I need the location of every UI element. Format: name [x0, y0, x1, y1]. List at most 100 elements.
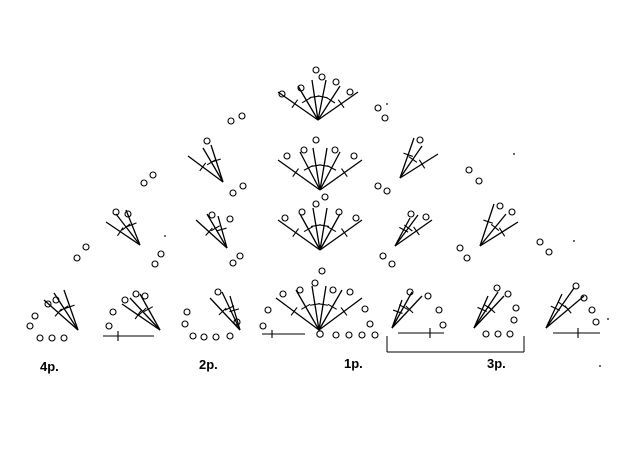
- dc-crossbar-120: [64, 304, 75, 309]
- chain-stitch-25: [358, 331, 366, 339]
- dc-crossbar-28: [292, 228, 299, 237]
- chain-stitch-122: [31, 312, 39, 320]
- chain-stitch-17: [318, 267, 326, 275]
- dc-crossbar-34: [319, 224, 330, 228]
- chain-stitch-219: [536, 238, 544, 246]
- chain-stitch-93: [214, 288, 222, 296]
- double-crochet-53: [319, 151, 341, 191]
- chain-stitch-203: [496, 202, 504, 210]
- double-crochet-188: [399, 145, 423, 179]
- chain-stitch-21: [366, 320, 374, 328]
- chain-stitch-185: [388, 260, 396, 268]
- chain-stitch-124: [52, 296, 60, 304]
- dc-crossbar-30: [303, 226, 314, 233]
- dc-crossbar-198: [483, 219, 494, 224]
- double-crochet-176: [394, 217, 411, 247]
- dc-crossbar-85: [229, 308, 240, 313]
- row-label-1: 1р.: [344, 356, 363, 371]
- chain-stitch-215: [572, 282, 580, 290]
- chain-stitch-216: [580, 294, 588, 302]
- dc-crossbar-73: [337, 99, 345, 109]
- dc-crossbar-109: [211, 158, 221, 163]
- chain-stitch-14: [279, 290, 287, 298]
- chain-stitch-169: [493, 284, 501, 292]
- slip-stitch-222: [513, 153, 515, 155]
- chain-stitch-146: [124, 210, 132, 218]
- double-crochet-117: [53, 292, 79, 331]
- chain-stitch-162: [439, 321, 447, 329]
- double-crochet-165: [473, 291, 499, 329]
- double-crochet-139: [105, 221, 141, 246]
- chain-stitch-76: [312, 66, 320, 74]
- chain-stitch-121: [26, 322, 34, 330]
- chain-stitch-41: [312, 200, 320, 208]
- chain-stitch-111: [229, 189, 237, 197]
- chain-stitch-218: [592, 318, 600, 326]
- double-crochet-201: [479, 221, 519, 247]
- chain-stitch-161: [435, 306, 443, 314]
- chain-stitch-175: [506, 330, 514, 338]
- double-crochet-49: [312, 147, 321, 191]
- double-crochet-6: [318, 285, 327, 331]
- chain-stitch-147: [151, 260, 159, 268]
- double-crochet-190: [399, 153, 439, 179]
- dc-crossbar-69: [317, 95, 328, 99]
- double-crochet-35: [319, 213, 341, 251]
- chain-stitch-150: [82, 243, 90, 251]
- double-crochet-128: [121, 303, 161, 331]
- dc-crossbar-142: [121, 223, 131, 231]
- double-crochet-155: [391, 291, 413, 329]
- dc-crossbar-65: [301, 97, 311, 104]
- double-crochet-108: [210, 144, 224, 183]
- double-crochet-157: [391, 295, 423, 329]
- double-crochet-167: [473, 295, 505, 329]
- dc-crossbar-95: [205, 227, 213, 236]
- stitch-marks: [26, 66, 609, 367]
- double-crochet-8: [318, 289, 343, 331]
- chain-stitch-114: [238, 112, 246, 120]
- chain-stitch-135: [109, 308, 117, 316]
- double-crochet-106: [202, 147, 224, 183]
- double-crochet-178: [394, 214, 419, 247]
- dc-crossbar-179: [403, 224, 413, 232]
- dc-crossbar-99: [216, 227, 227, 232]
- dc-crossbar-81: [218, 307, 227, 316]
- chain-stitch-183: [422, 213, 430, 221]
- dc-crossbar-140: [117, 227, 124, 237]
- chain-stitch-148: [157, 250, 165, 258]
- chain-stitch-217: [588, 306, 596, 314]
- double-crochet-33: [319, 207, 328, 251]
- chain-stitch-16: [311, 279, 319, 287]
- double-crochet-213: [545, 295, 585, 329]
- row-label-3: 3р.: [487, 356, 506, 371]
- chain-stitch-15: [296, 286, 304, 294]
- slip-stitch-221: [386, 103, 388, 105]
- chain-stitch-127: [60, 334, 68, 342]
- chain-stitch-171: [512, 304, 520, 312]
- dc-crossbar-9: [327, 303, 337, 310]
- double-crochet-186: [399, 137, 415, 179]
- chain-stitch-57: [283, 152, 291, 160]
- dc-crossbar-212: [557, 301, 567, 309]
- chain-stitch-152: [149, 171, 157, 179]
- dc-crossbar-56: [341, 168, 348, 177]
- double-crochet-10: [318, 297, 363, 331]
- chain-stitch-193: [374, 104, 382, 112]
- chain-stitch-184: [379, 252, 387, 260]
- chain-stitch-196: [383, 187, 391, 195]
- double-crochet-180: [394, 219, 433, 247]
- chain-stitch-75: [297, 84, 305, 92]
- dc-crossbar-214: [564, 305, 572, 314]
- chain-stitch-78: [332, 78, 340, 86]
- chain-stitch-23: [332, 331, 340, 339]
- chain-stitch-192: [416, 136, 424, 144]
- double-crochet-98: [217, 215, 228, 249]
- chain-stitch-110: [203, 137, 211, 145]
- dc-crossbar-105: [199, 162, 207, 172]
- dc-crossbar-116: [54, 308, 63, 317]
- double-crochet-163: [473, 295, 489, 329]
- double-crochet-211: [545, 287, 575, 329]
- chain-stitch-19: [346, 288, 354, 296]
- chain-stitch-89: [200, 333, 208, 341]
- dc-crossbar-71: [326, 97, 336, 104]
